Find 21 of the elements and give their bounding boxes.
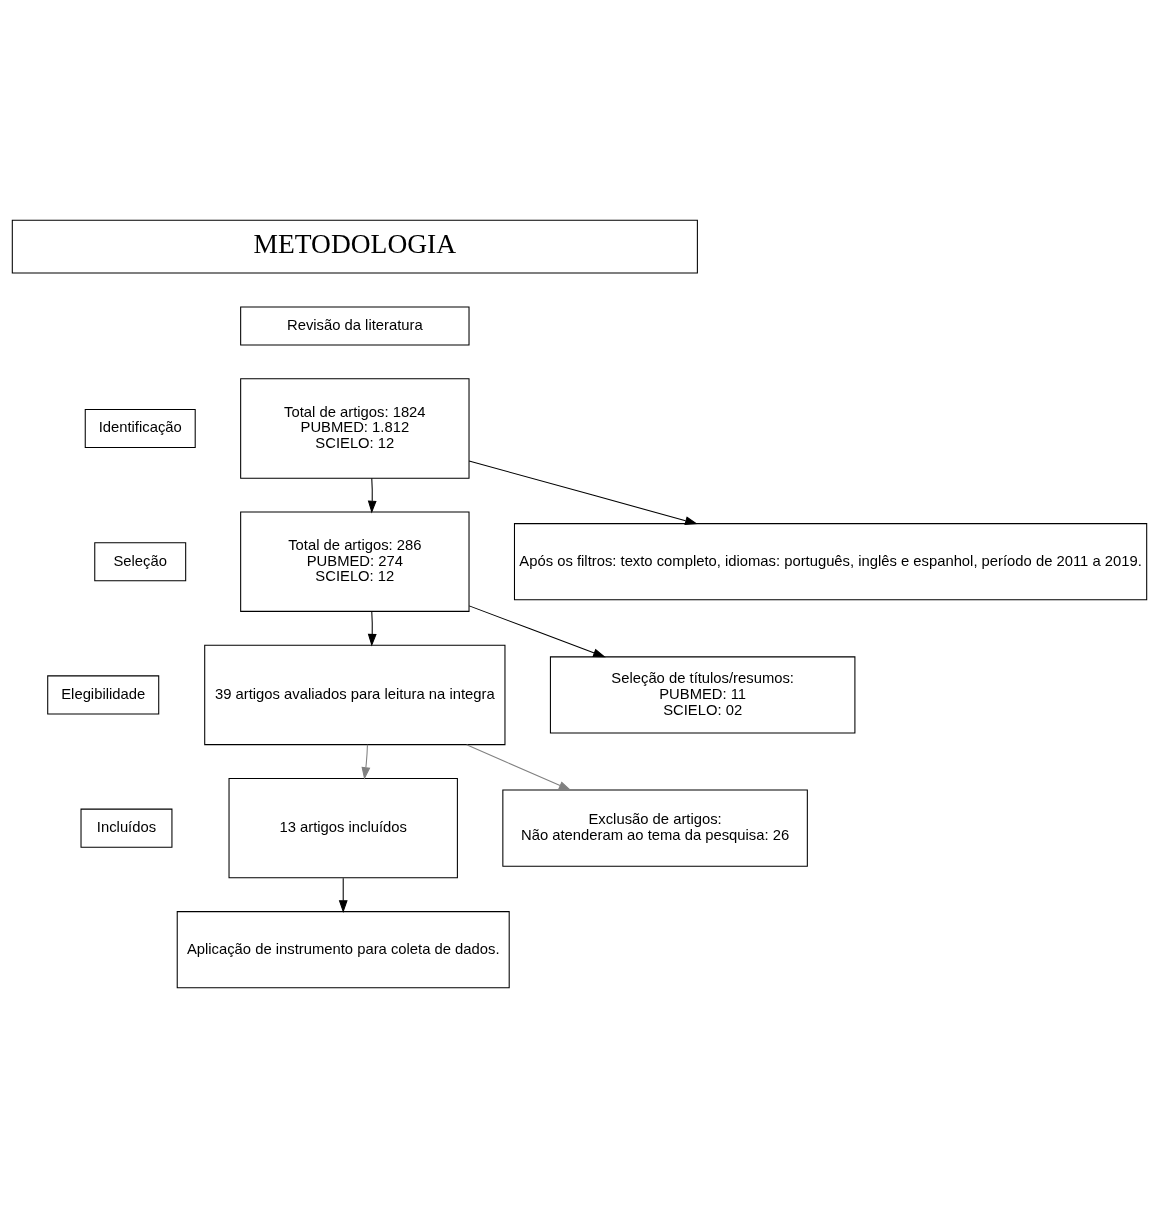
node-box: Elegibilidade <box>47 674 160 714</box>
node-box: Incluídos <box>80 808 173 848</box>
arrow <box>361 743 371 780</box>
node-box: Exclusão de artigos: Não atenderam ao tema da pesquisa: 26 <box>502 789 808 867</box>
node-box: Após os filtros: texto completo, idiomas: português, inglês e espanhol, período de 2011 a 2019. <box>513 522 1148 600</box>
node-box: 39 artigos avaliados para leitura na integra <box>204 644 506 745</box>
arrow <box>468 460 698 525</box>
node-box: Aplicação de instrumento para coleta de dados. <box>176 910 510 988</box>
arrow <box>466 743 572 791</box>
node-box: Total de artigos: 286 PUBMED: 274 SCIELO: 12 <box>240 511 470 612</box>
arrow <box>468 604 606 657</box>
arrow <box>338 877 348 913</box>
node-box: METODOLOGIA <box>11 219 698 274</box>
arrow <box>367 477 377 513</box>
node-box: Identificação <box>84 408 196 448</box>
node-box: Seleção <box>94 541 187 581</box>
node-box: 13 artigos incluídos <box>228 777 458 878</box>
node-box: Seleção de títulos/resumos: PUBMED: 11 SCIELO: 02 <box>549 655 856 733</box>
node-box: Revisão da literatura <box>240 305 470 345</box>
arrow <box>367 610 377 647</box>
node-box: Total de artigos: 1824 PUBMED: 1.812 SCIELO: 12 <box>240 377 470 479</box>
